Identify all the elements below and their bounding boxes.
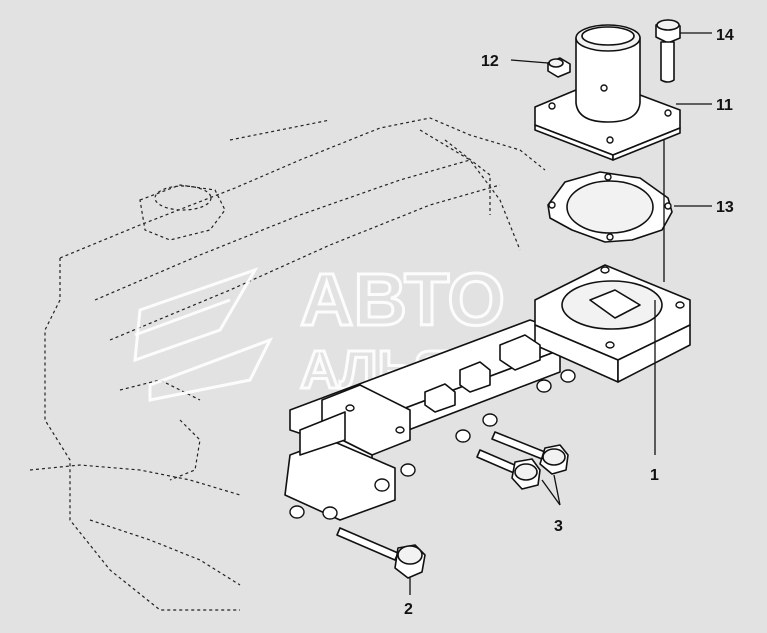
bolts-3 [476,431,569,490]
plug-12 [547,57,571,78]
bolt-2 [336,527,426,579]
callouts: 1 2 3 11 12 13 14 [404,27,734,618]
callout-12: 12 [481,53,499,70]
bolt-14 [655,19,681,83]
engine-phantom-outline [29,117,546,611]
watermark-line1: АВТО [300,258,505,341]
callout-13: 13 [716,199,734,216]
pipe-flange-11 [534,24,681,161]
exhaust-manifold [284,264,691,521]
callout-2: 2 [404,601,413,618]
leader-lines [409,32,712,595]
callout-1: 1 [650,467,659,484]
gasket-13 [547,171,673,243]
callout-14: 14 [716,27,734,44]
callout-11: 11 [716,97,733,114]
callout-3: 3 [554,518,563,535]
